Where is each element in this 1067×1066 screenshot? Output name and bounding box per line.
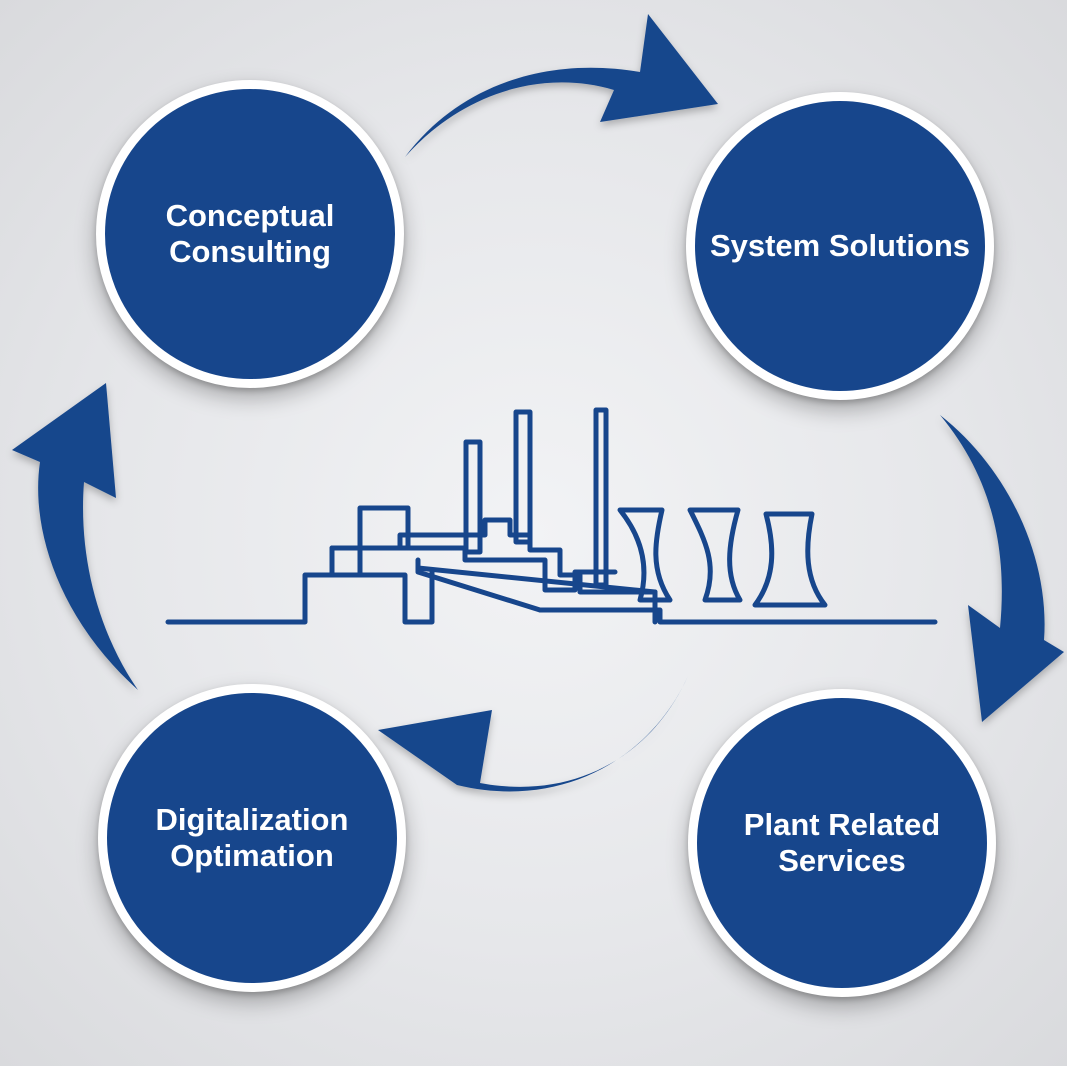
stage-label: Conceptual Consulting — [165, 198, 335, 269]
stage-label: System Solutions — [709, 228, 971, 263]
stage-label: Plant Related Services — [743, 807, 941, 878]
stage-digitalization-optimation: Digitalization Optimation — [98, 684, 406, 992]
stage-system-solutions: System Solutions — [686, 92, 994, 400]
curved-arrow-icon — [940, 415, 1064, 722]
stage-label: Digitalization Optimation — [155, 802, 349, 873]
stage-plant-related-services: Plant Related Services — [688, 689, 996, 997]
power-plant-icon — [165, 407, 938, 625]
stage-conceptual-consulting: Conceptual Consulting — [96, 80, 404, 388]
curved-arrow-icon — [405, 14, 718, 157]
curved-arrow-icon — [12, 383, 138, 690]
curved-arrow-icon — [378, 676, 688, 792]
